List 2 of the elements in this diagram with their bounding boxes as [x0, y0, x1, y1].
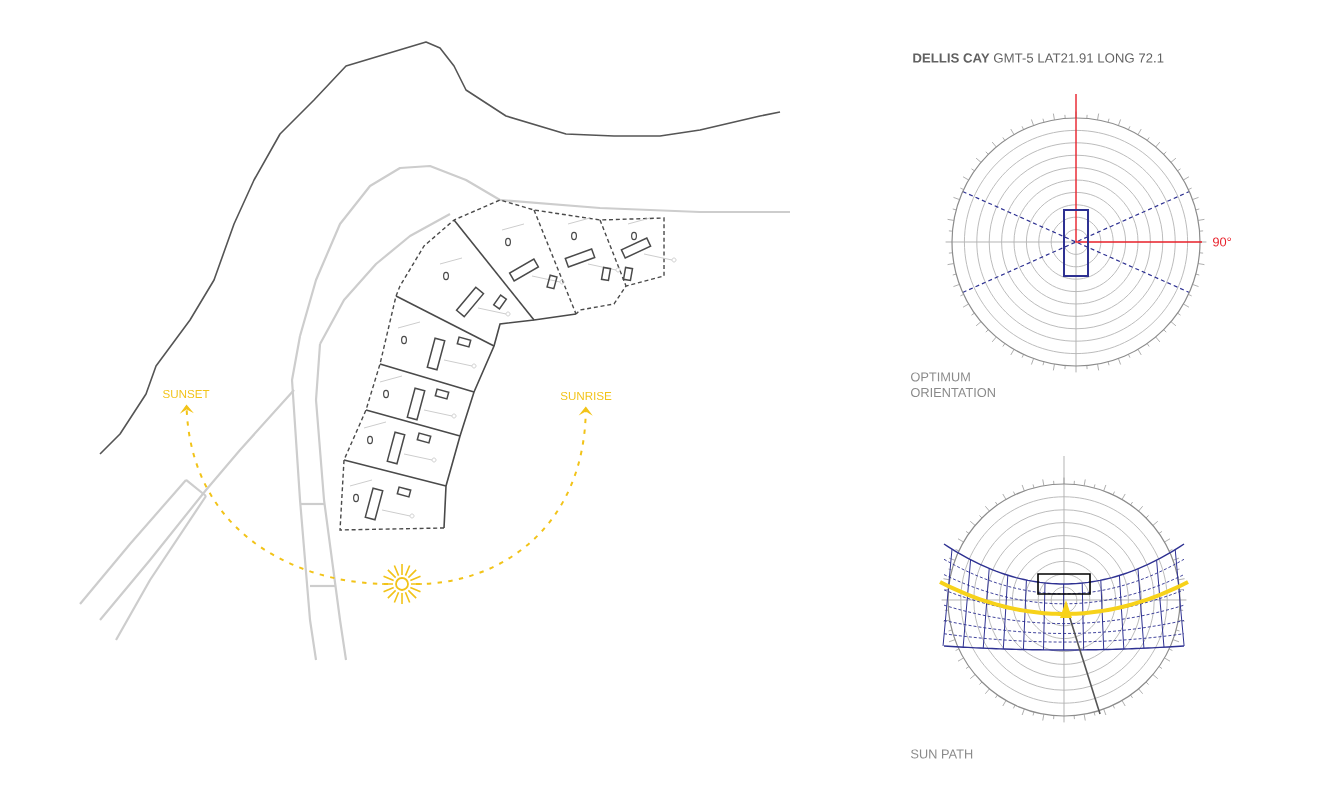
sun-icon: [381, 563, 423, 605]
dashed-arrow: [179, 404, 389, 585]
